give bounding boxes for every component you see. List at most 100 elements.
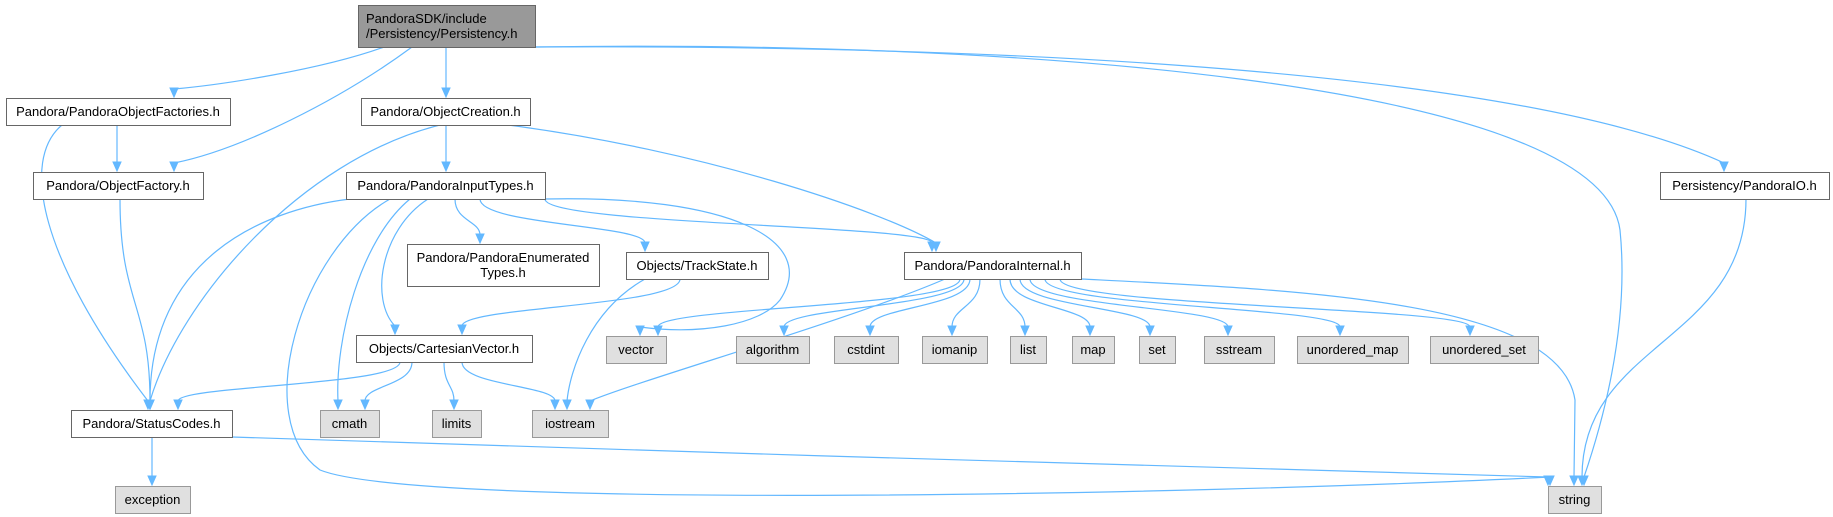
node-pandora-status-codes-h[interactable]: Pandora/StatusCodes.h xyxy=(71,410,233,438)
node-sys-set: set xyxy=(1139,336,1176,364)
edge-arrowhead xyxy=(1020,325,1030,337)
node-label: /Persistency/Persistency.h xyxy=(366,26,517,41)
node-objects-cartesian-vector-h[interactable]: Objects/CartesianVector.h xyxy=(356,335,533,363)
edge-arrowhead xyxy=(360,399,370,411)
edge-arrowhead xyxy=(1719,161,1729,173)
edge-arrowhead xyxy=(1465,325,1475,337)
node-box xyxy=(6,98,231,126)
node-box xyxy=(346,172,546,200)
edge-pandora-internal-h-to-sys-iomanip xyxy=(947,278,981,337)
edge-pandora-object-factories-h-to-pandora-object-factory-h xyxy=(112,125,122,173)
node-pandora-input-types-h[interactable]: Pandora/PandoraInputTypes.h xyxy=(346,172,546,200)
node-label: list xyxy=(1020,342,1036,357)
edge-line xyxy=(1581,198,1747,478)
node-persistency-pandora-io-h[interactable]: Persistency/PandoraIO.h xyxy=(1660,172,1830,200)
node-label: string xyxy=(1559,492,1591,507)
node-label: Types.h xyxy=(480,265,526,280)
edge-pandora-status-codes-h-to-sys-exception xyxy=(147,436,157,487)
edge-objects-cartesian-vector-h-to-sys-cmath xyxy=(360,361,413,411)
edge-arrowhead xyxy=(635,325,645,337)
edge-pandora-internal-h-to-sys-list xyxy=(999,278,1030,337)
edge-pandora-internal-h-to-sys-unordered-set xyxy=(1059,278,1475,337)
edge-line xyxy=(479,198,646,244)
edge-pandora-internal-h-to-sys-string xyxy=(1080,278,1579,487)
node-pandora-object-creation-h[interactable]: Pandora/ObjectCreation.h xyxy=(361,98,531,126)
node-label: Objects/CartesianVector.h xyxy=(369,341,519,356)
edge-pandora-input-types-h-to-objects-cartesian-vector-h xyxy=(381,198,429,336)
edge-pandora-input-types-h-to-pandora-status-codes-h xyxy=(145,198,351,411)
edge-arrowhead xyxy=(333,399,343,411)
edge-pandora-input-types-h-to-pandora-internal-h xyxy=(544,198,937,253)
node-label: Pandora/PandoraObjectFactories.h xyxy=(16,104,220,119)
edge-arrowhead xyxy=(927,241,937,253)
node-label: vector xyxy=(618,342,654,357)
edge-pandora-status-codes-h-to-sys-string xyxy=(231,436,1553,487)
edge-arrowhead xyxy=(1223,325,1233,337)
node-box xyxy=(320,410,380,438)
node-sys-iomanip: iomanip xyxy=(922,336,988,364)
node-sys-iostream: iostream xyxy=(532,410,609,438)
edge-arrowhead xyxy=(169,87,179,99)
edge-arrowhead xyxy=(441,87,451,99)
node-box xyxy=(1010,336,1047,364)
node-label: unordered_map xyxy=(1307,342,1399,357)
edge-arrowhead xyxy=(653,325,663,337)
edge-pandora-internal-h-to-sys-map xyxy=(1009,278,1095,337)
edge-objects-track-state-h-to-objects-cartesian-vector-h xyxy=(457,278,681,336)
edge-persistency-h-to-pandora-object-factories-h xyxy=(169,46,385,99)
edge-line xyxy=(1029,278,1229,328)
node-label: cmath xyxy=(332,416,367,431)
edge-line xyxy=(1009,278,1091,328)
edge-arrowhead xyxy=(475,233,485,245)
node-label: iomanip xyxy=(932,342,978,357)
node-box xyxy=(1204,336,1275,364)
node-sys-exception: exception xyxy=(115,486,191,514)
edge-pandora-internal-h-to-sys-unordered-map xyxy=(1044,278,1345,337)
node-pandora-internal-h[interactable]: Pandora/PandoraInternal.h xyxy=(904,252,1082,280)
edge-layer xyxy=(40,45,1747,496)
node-objects-track-state-h[interactable]: Objects/TrackState.h xyxy=(626,252,769,280)
edge-pandora-internal-h-to-sys-vector xyxy=(653,278,961,337)
edge-line xyxy=(657,278,961,328)
edge-pandora-input-types-h-to-objects-track-state-h xyxy=(479,198,650,253)
edge-persistency-h-to-persistency-pandora-io-h xyxy=(534,46,1729,173)
node-box xyxy=(922,336,988,364)
edge-line xyxy=(231,436,1549,478)
edge-line xyxy=(544,198,790,331)
edge-arrowhead xyxy=(1569,475,1579,487)
node-box xyxy=(1660,172,1830,200)
edge-line xyxy=(534,46,1725,164)
node-box xyxy=(532,410,609,438)
edge-arrowhead xyxy=(1577,475,1587,487)
edge-objects-track-state-h-to-sys-iostream xyxy=(562,278,646,411)
edge-line xyxy=(364,361,413,402)
node-box xyxy=(356,335,533,363)
node-sys-cstdint: cstdint xyxy=(834,336,899,364)
node-box xyxy=(361,98,531,126)
node-pandora-object-factories-h[interactable]: Pandora/PandoraObjectFactories.h xyxy=(6,98,231,126)
edge-arrowhead xyxy=(449,399,459,411)
edge-line xyxy=(177,361,401,402)
node-sys-string: string xyxy=(1548,486,1602,514)
edge-arrowhead xyxy=(441,161,451,173)
edge-line xyxy=(1019,278,1151,328)
node-label: Objects/TrackState.h xyxy=(637,258,758,273)
edge-arrowhead xyxy=(865,325,875,337)
node-box xyxy=(358,5,536,48)
edge-line xyxy=(544,198,933,244)
edge-arrowhead xyxy=(145,399,155,411)
node-box xyxy=(1297,336,1409,364)
node-sys-algorithm: algorithm xyxy=(736,336,810,364)
edge-pandora-input-types-h-to-sys-vector xyxy=(544,198,790,337)
node-pandora-object-factory-h[interactable]: Pandora/ObjectFactory.h xyxy=(33,172,204,200)
edge-objects-cartesian-vector-h-to-sys-limits xyxy=(443,361,459,411)
edge-line xyxy=(443,361,455,402)
edge-line xyxy=(119,198,151,402)
node-label: iostream xyxy=(545,416,595,431)
edge-line xyxy=(337,198,411,402)
node-sys-list: list xyxy=(1010,336,1047,364)
node-label: sstream xyxy=(1216,342,1262,357)
edge-persistency-h-to-pandora-object-factory-h xyxy=(169,46,413,173)
node-label: Pandora/PandoraInputTypes.h xyxy=(357,178,533,193)
